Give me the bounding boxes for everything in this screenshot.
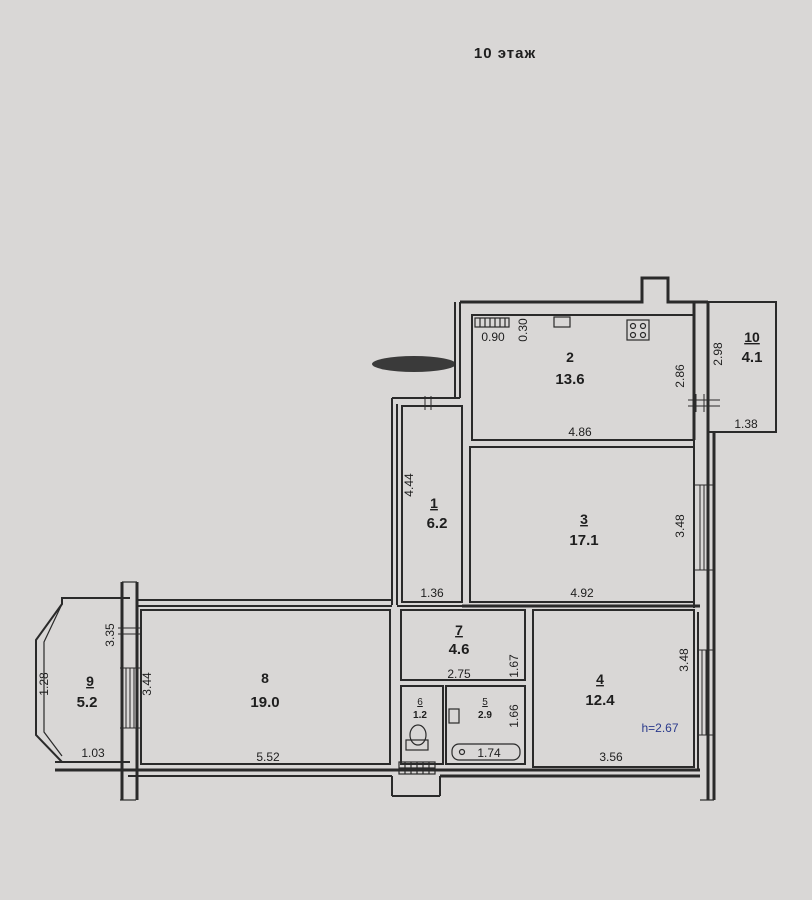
- room-9-number: 9: [86, 673, 94, 689]
- fixtures: [398, 316, 650, 775]
- ceiling-height-note: h=2.67: [641, 721, 678, 735]
- dimension-labels: 0.90 0.30 2.86 2.98 1.38 4.86 4.44 1.36 …: [37, 318, 758, 764]
- windows: [118, 394, 720, 736]
- outer-walls: [35, 276, 777, 801]
- dim-1-28: 1.28: [37, 672, 51, 696]
- dim-2-98: 2.98: [711, 342, 725, 366]
- dim-1-38: 1.38: [734, 417, 758, 431]
- room-2-number: 2: [566, 349, 574, 365]
- room-2-area: 13.6: [555, 371, 584, 388]
- room-4-area: 12.4: [585, 692, 615, 709]
- redaction-mark: [372, 356, 456, 372]
- room-9-area: 5.2: [77, 694, 98, 711]
- dim-3-35: 3.35: [103, 623, 117, 647]
- dim-3-44: 3.44: [140, 672, 154, 696]
- dim-1-36: 1.36: [420, 586, 444, 600]
- room-3-number: 3: [580, 511, 588, 527]
- room-1-number: 1: [430, 495, 438, 511]
- room-10-number: 10: [744, 329, 760, 345]
- dim-0-30: 0.30: [516, 318, 530, 342]
- room-outlines: [140, 314, 700, 768]
- dim-2-75: 2.75: [447, 667, 471, 681]
- room-5-number: 5: [482, 697, 488, 708]
- dim-4-92: 4.92: [570, 586, 594, 600]
- dim-4-86: 4.86: [568, 425, 592, 439]
- dim-4-44: 4.44: [402, 473, 416, 497]
- room-8-area: 19.0: [250, 694, 279, 711]
- dim-5-52: 5.52: [256, 750, 280, 764]
- room-6-area: 1.2: [413, 710, 427, 721]
- dim-1-67: 1.67: [507, 654, 521, 678]
- room-1-area: 6.2: [427, 515, 448, 532]
- room-3-area: 17.1: [569, 532, 598, 549]
- dim-1-03: 1.03: [81, 746, 105, 760]
- dim-2-86: 2.86: [673, 364, 687, 388]
- dim-1-74: 1.74: [477, 746, 501, 760]
- room-7-number: 7: [455, 622, 463, 638]
- dim-1-66: 1.66: [507, 704, 521, 728]
- room-6-number: 6: [417, 697, 423, 708]
- room-labels: 1 6.2 2 13.6 3 17.1 4 12.4 5 2.9 6 1.2 7…: [77, 329, 763, 721]
- dim-0-90: 0.90: [481, 330, 505, 344]
- room-4-number: 4: [596, 671, 604, 687]
- room-8-number: 8: [261, 670, 269, 686]
- room-10-area: 4.1: [742, 349, 763, 366]
- room-5-area: 2.9: [478, 710, 492, 721]
- dim-3-48-room3: 3.48: [673, 514, 687, 538]
- dim-3-56: 3.56: [599, 750, 623, 764]
- floor-title: 10 этаж: [474, 45, 536, 62]
- dim-3-48-room4: 3.48: [677, 648, 691, 672]
- room-7-area: 4.6: [449, 641, 470, 658]
